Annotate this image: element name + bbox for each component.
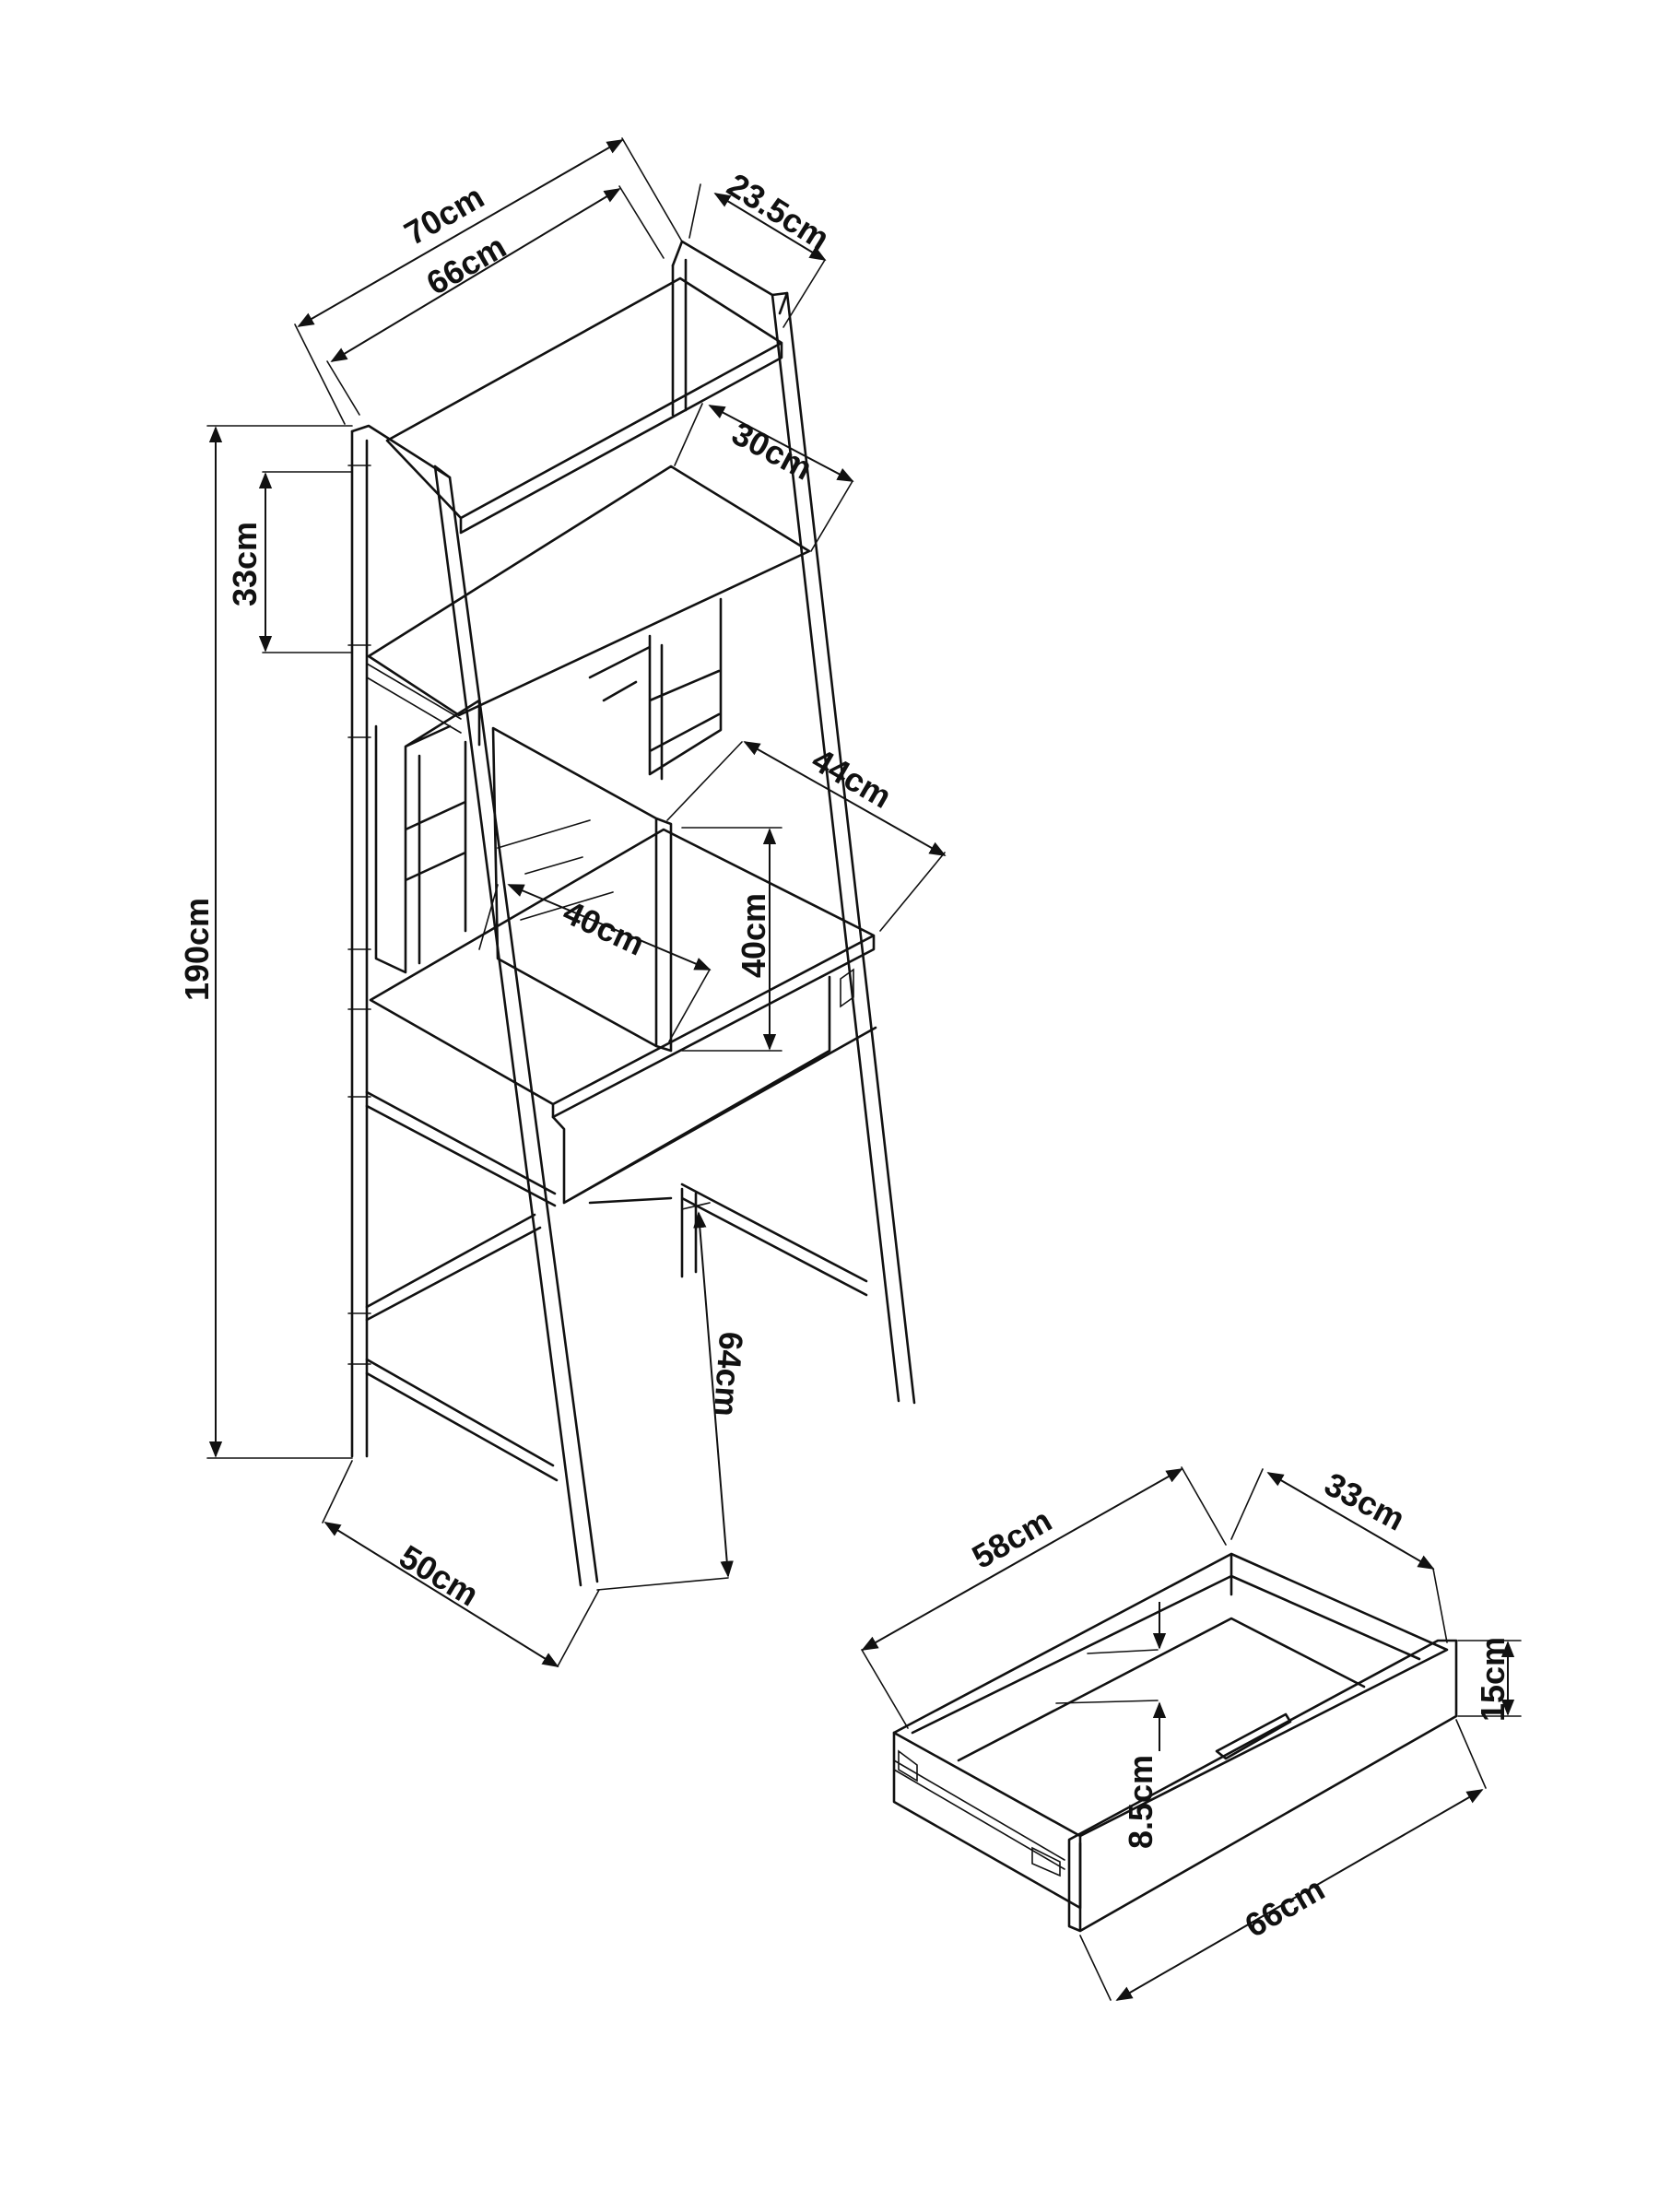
drawer-runner	[893, 1749, 1065, 1877]
label-desk-depth: 44cm	[806, 740, 898, 816]
right-cubby-unit	[588, 597, 723, 781]
top-cap-right	[671, 240, 789, 315]
label-shelf-depth: 30cm	[726, 414, 819, 487]
label-base-depth: 50cm	[393, 1537, 485, 1614]
drawer-front-panel	[1067, 1639, 1458, 1933]
dim-shelf-gap: 33cm	[226, 471, 353, 653]
dim-top-depth: 23.5cm	[688, 166, 836, 328]
label-total-height: 190cm	[178, 898, 216, 1001]
shelf-brace-lines	[366, 663, 462, 734]
label-hutch-width: 40cm	[558, 893, 651, 963]
label-drawer-inner-depth: 33cm	[1319, 1465, 1412, 1537]
right-back-leg	[671, 258, 688, 417]
desk-drawer-handle	[840, 968, 854, 1008]
label-drawer-front-height: 15cm	[1474, 1637, 1512, 1722]
top-shelf	[385, 276, 783, 535]
drawer-left-side	[892, 1731, 1082, 1910]
drawer-drawing: 58cm 33cm 15cm 8.5cm 66cm	[861, 1465, 1522, 2001]
under-desk-frame	[365, 1090, 868, 1482]
label-drawer-outer-length: 66cm	[1239, 1869, 1331, 1945]
second-shelf	[367, 465, 811, 717]
dim-desk-height: 64cm	[596, 1202, 750, 1591]
drawer-tray-top	[892, 1552, 1449, 1838]
left-back-leg	[350, 429, 369, 1458]
dim-drawer-inner-length: 58cm	[861, 1466, 1227, 1729]
left-cubby-unit	[374, 699, 481, 974]
label-shelf-gap: 33cm	[226, 522, 264, 606]
dim-hutch-height: 40cm	[681, 827, 782, 1052]
label-desk-height: 64cm	[707, 1331, 750, 1418]
desk-drawer-front	[551, 975, 877, 1205]
dim-drawer-front-height: 15cm	[1457, 1637, 1522, 1722]
drawer-inner-walls	[911, 1552, 1421, 1762]
left-front-leg	[433, 465, 599, 1587]
label-top-depth: 23.5cm	[721, 166, 836, 257]
dim-base-depth: 50cm	[322, 1460, 600, 1667]
dim-shelf-depth: 30cm	[674, 403, 854, 552]
dim-total-height: 190cm	[178, 425, 353, 1459]
label-hutch-height: 40cm	[735, 893, 772, 978]
label-drawer-inner-height: 8.5cm	[1122, 1755, 1159, 1849]
top-cap-left	[350, 424, 452, 479]
leg-tick-marks	[347, 465, 371, 1365]
dim-drawer-inner-depth: 33cm	[1230, 1465, 1448, 1643]
desk-surface	[369, 828, 876, 1119]
drawer-handle	[1215, 1712, 1292, 1760]
dim-width-outer: 70cm	[294, 137, 683, 425]
ladder-desk-drawing: 70cm 66cm 23.5cm 30cm 33cm	[178, 137, 947, 1667]
